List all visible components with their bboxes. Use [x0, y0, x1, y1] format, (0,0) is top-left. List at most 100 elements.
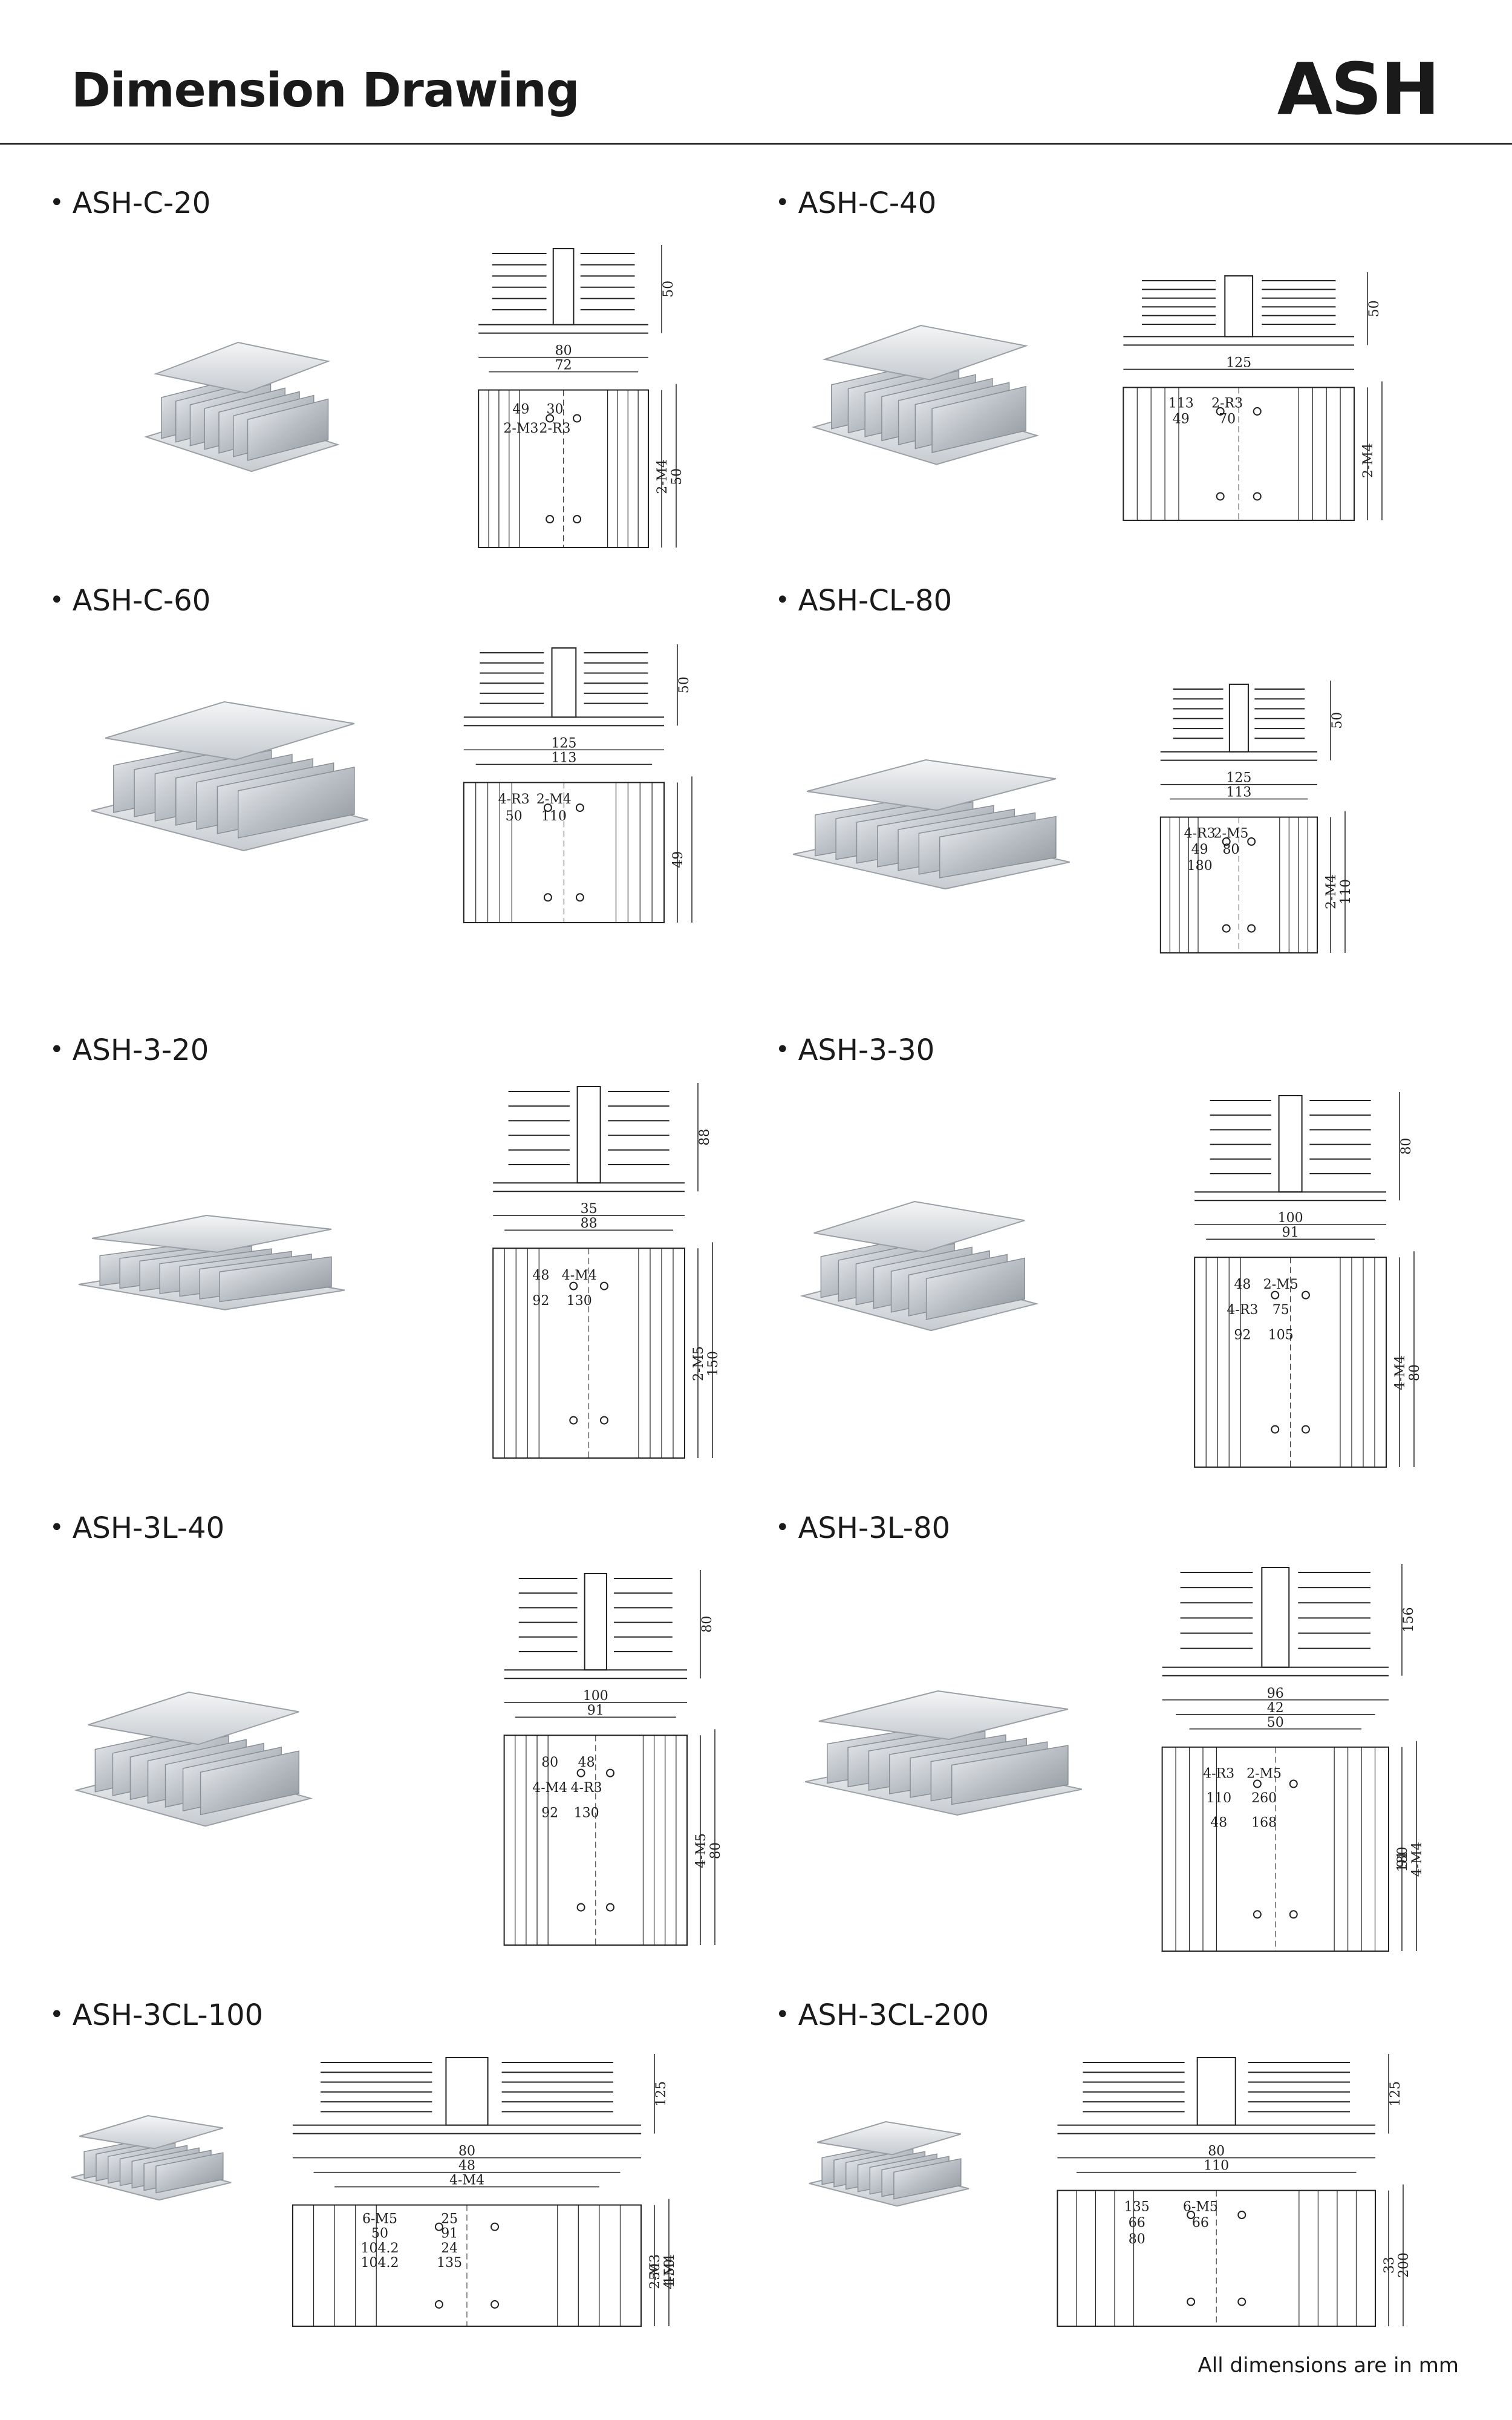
product-model-name: ASH-CL-80 [798, 584, 953, 618]
dimension-label: 4-M4 [562, 1268, 597, 1283]
dimension-label: 91 [441, 2226, 458, 2242]
dimension-label: 48 [1210, 1815, 1227, 1830]
dimension-label: 2-M4 [536, 792, 572, 807]
heatsink-photo [144, 341, 340, 473]
dimension-label: 70 [1219, 412, 1236, 427]
dimension-label: 4-R3 [571, 1781, 602, 1796]
dimension-label: 49 [1173, 412, 1190, 427]
dimension-label: 125 [1226, 355, 1251, 370]
bullet-icon: • [775, 189, 790, 217]
dimension-label: 50 [670, 468, 685, 485]
product-model-name: ASH-3-20 [72, 1033, 209, 1067]
product-model-label: • ASH-C-60 [50, 584, 210, 618]
bullet-icon: • [775, 586, 790, 614]
dimension-label: 66 [1129, 2216, 1145, 2231]
dimension-label: 80 [1222, 842, 1239, 857]
dimension-label: 130 [574, 1805, 599, 1820]
heatsink-photo [71, 2114, 232, 2201]
dimension-label: 24 [441, 2241, 458, 2256]
dimension-label: 25 [441, 2212, 458, 2227]
product-model-label: • ASH-3CL-100 [50, 1998, 263, 2032]
brand-logo-text: ASH [1277, 47, 1440, 131]
dimension-label: 113 [551, 750, 576, 765]
dimension-label: 4-M4 [449, 2173, 484, 2188]
dimension-label: 48 [532, 1268, 549, 1283]
dimension-label: 125 [551, 736, 576, 751]
product-model-label: • ASH-3L-40 [50, 1511, 224, 1545]
dimension-label: 4-M4 [1410, 1842, 1425, 1877]
dimension-label: 180 [1395, 1846, 1410, 1872]
dimension-label: 130 [567, 1293, 592, 1309]
product-model-name: ASH-3L-40 [72, 1511, 225, 1545]
bullet-icon: • [50, 2001, 64, 2029]
dimension-label: 50 [677, 676, 692, 693]
dimension-label: 2-M4 [655, 459, 670, 494]
dimension-label: 50 [1267, 1715, 1284, 1730]
bullet-icon: • [50, 1514, 64, 1542]
dimension-label: 49 [671, 851, 686, 868]
dimension-label: 92 [1234, 1327, 1251, 1342]
header-divider [0, 143, 1512, 145]
dimension-label: 80 [1399, 1138, 1414, 1155]
dimension-label: 125 [1226, 771, 1251, 786]
dimension-label: 49 [1191, 842, 1208, 857]
heatsink-photo [804, 1690, 1083, 1816]
bullet-icon: • [50, 586, 64, 614]
dimension-label: 200 [1396, 2252, 1412, 2278]
product-model-label: •ASH-3L-80 [775, 1511, 950, 1545]
dimension-label: 2-R3 [539, 421, 571, 436]
units-note: All dimensions are in mm [1198, 2353, 1459, 2378]
product-model-label: •ASH-3CL-200 [775, 1998, 989, 2032]
product-model-name: ASH-C-20 [72, 186, 211, 220]
dimension-label: 42 [1267, 1701, 1284, 1716]
dimension-label: 2-R3 [1211, 396, 1243, 411]
dimension-label: 80 [708, 1842, 723, 1859]
dimension-label: 2-M3 [503, 421, 538, 436]
dimension-label: 4-M4 [1393, 1355, 1408, 1390]
dimension-label: 72 [555, 358, 572, 373]
dimension-label: 6-M5 [362, 2212, 397, 2227]
dimension-label: 66 [1192, 2216, 1209, 2231]
dimension-label: 88 [697, 1129, 712, 1146]
dimension-label: 260 [1251, 1791, 1277, 1806]
dimension-label: 180 [1187, 858, 1213, 874]
dimension-label: 2-M3 [648, 2254, 663, 2289]
dimension-label: 80 [555, 344, 572, 359]
page-title: Dimension Drawing [71, 64, 580, 118]
dimension-label: 110 [1206, 1791, 1231, 1806]
heatsink-photo [809, 2121, 969, 2207]
dimension-label: 4-M5 [694, 1833, 709, 1868]
product-model-label: •ASH-C-20 [50, 186, 210, 220]
dimension-label: 96 [1267, 1686, 1284, 1701]
dimension-label: 91 [1395, 1851, 1410, 1868]
dimension-label: 4-M4 [532, 1781, 567, 1796]
page-header: Dimension Drawing ASH [0, 0, 1512, 145]
dimension-label: 91 [587, 1703, 604, 1718]
product-model-name: ASH-3CL-100 [72, 1998, 264, 2032]
dimension-label: 125 [1388, 2081, 1403, 2107]
dimension-label: 110 [1338, 879, 1354, 904]
product-model-label: • ASH-CL-80 [775, 584, 952, 618]
dimension-label: 80 [700, 1616, 715, 1633]
dimension-label: 135 [1124, 2199, 1150, 2214]
dimension-label: 110 [1204, 2159, 1229, 2174]
dimension-label: 80 [1129, 2232, 1145, 2247]
dimension-label: 6-M5 [1183, 2199, 1218, 2214]
dimension-label: 168 [1251, 1815, 1277, 1830]
dimension-label: 50 [1367, 300, 1382, 317]
dimension-label: 2-M5 [1246, 1766, 1282, 1781]
dimension-label: 80 [1407, 1364, 1422, 1381]
dimension-label: 92 [541, 1805, 558, 1820]
product-model-name: ASH-C-60 [72, 584, 211, 618]
dimension-label: 125 [654, 2081, 669, 2107]
dimension-label: 48 [458, 2159, 475, 2174]
dimension-label: 4-R3 [1184, 826, 1216, 841]
product-model-name: ASH-3CL-200 [798, 1998, 989, 2032]
